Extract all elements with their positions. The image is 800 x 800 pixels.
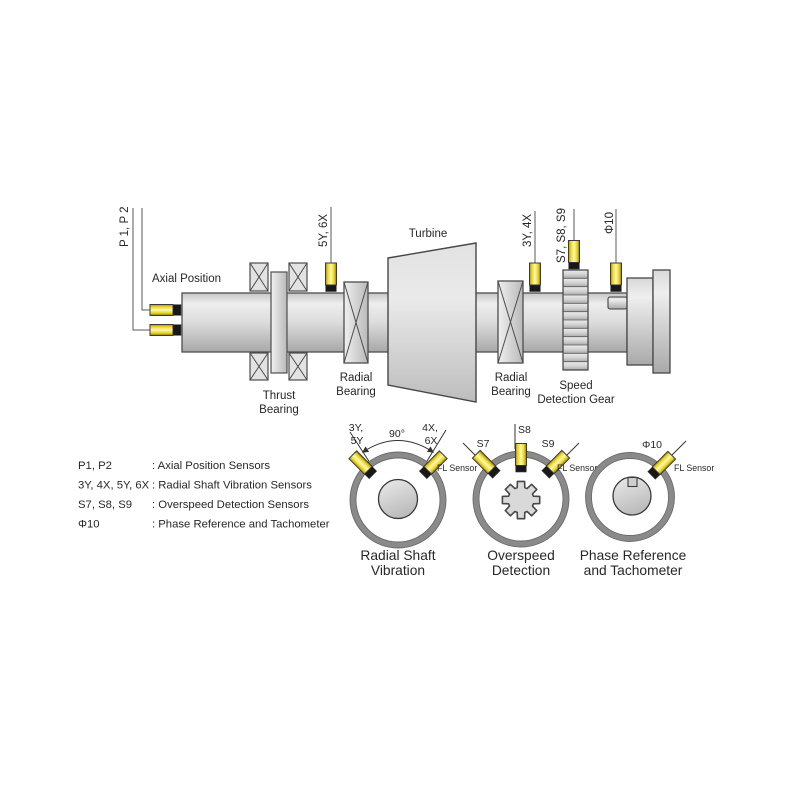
tag-phi10: Φ10 bbox=[604, 212, 616, 234]
leader-p2 bbox=[132, 208, 150, 331]
legend-key-3: S7, S8, S9 bbox=[78, 499, 132, 511]
keyway-notch bbox=[627, 476, 638, 488]
sensor-phi10 bbox=[610, 262, 622, 292]
caption-vibration: Vibration bbox=[371, 563, 425, 578]
phase-keyway-notch bbox=[607, 296, 628, 310]
probe-line-right bbox=[423, 429, 447, 467]
label-3y: 3Y, bbox=[349, 422, 363, 434]
sensor-5y6x bbox=[325, 262, 337, 292]
probe-line-left bbox=[349, 431, 373, 467]
turbine-label: Turbine bbox=[409, 228, 448, 240]
thrust-bearing-label-line2: Bearing bbox=[259, 404, 299, 416]
legend-key-2: 3Y, 4X, 5Y, 6X bbox=[78, 480, 150, 492]
radial-bearing-right bbox=[497, 280, 524, 364]
radial-bearing-right-label-line2: Bearing bbox=[491, 386, 531, 398]
speed-gear-label-line2: Detection Gear bbox=[537, 394, 615, 406]
legend-value-4: : Phase Reference and Tachometer bbox=[152, 519, 330, 531]
label-phi10: Φ10 bbox=[642, 439, 662, 451]
legend-key-1: P1, P2 bbox=[78, 460, 112, 472]
tag-5y6x: 5Y, 6X bbox=[318, 214, 330, 247]
caption-and-tachometer: and Tachometer bbox=[584, 563, 683, 578]
thrust-pad-cross-lines bbox=[249, 262, 308, 381]
section-radial-shaft-vibration: 3Y, 5Y 90° 4X, 6X FL Sensor Radial Shaft… bbox=[348, 422, 477, 578]
label-s8: S8 bbox=[518, 424, 531, 436]
bearing-ring-inner-edge bbox=[355, 457, 441, 543]
thrust-bearing-label-line1: Thrust bbox=[263, 390, 296, 402]
caption-phase-reference: Phase Reference bbox=[580, 548, 687, 563]
label-s7: S7 bbox=[477, 438, 490, 450]
tag-p1p2: P 1, P 2 bbox=[119, 207, 131, 248]
section-overspeed-detection: S7 S8 S9 FL Sensor Overspeed Detection bbox=[462, 424, 597, 578]
sensor-leader-lines bbox=[132, 207, 617, 331]
legend: P1, P2 : Axial Position Sensors 3Y, 4X, … bbox=[78, 460, 330, 531]
angle-arc-90deg bbox=[361, 440, 435, 453]
sensor-s7s8s9 bbox=[568, 240, 580, 270]
label-s9: S9 bbox=[542, 438, 555, 450]
fl-sensor-label-2: FL Sensor bbox=[557, 463, 597, 473]
thrust-collar bbox=[270, 271, 288, 374]
radial-bearing-right-label-line1: Radial bbox=[495, 372, 528, 384]
speed-gear-label-line1: Speed bbox=[559, 380, 592, 392]
shaft-cross-section bbox=[377, 478, 419, 520]
caption-detection: Detection bbox=[492, 563, 550, 578]
legend-value-1: : Axial Position Sensors bbox=[152, 460, 270, 472]
gear-teeth-lines bbox=[563, 277, 588, 363]
speed-detection-gear bbox=[562, 269, 589, 371]
caption-overspeed: Overspeed bbox=[487, 548, 555, 563]
tag-3y4x: 3Y, 4X bbox=[522, 214, 534, 247]
bearing-ring bbox=[350, 452, 446, 548]
bearing-ring-inner-edge bbox=[591, 458, 669, 536]
axial-position-label: Axial Position bbox=[152, 273, 221, 285]
sensor-s8 bbox=[515, 443, 527, 473]
fl-sensor-label-1: FL Sensor bbox=[437, 463, 477, 473]
bearing-ring bbox=[585, 452, 675, 542]
sensor-3y4x bbox=[529, 262, 541, 292]
legend-key-4: Φ10 bbox=[78, 519, 100, 531]
legend-value-2: : Radial Shaft Vibration Sensors bbox=[152, 480, 312, 492]
radial-bearing-left-label-line1: Radial bbox=[340, 372, 373, 384]
label-90deg: 90° bbox=[389, 428, 405, 440]
sensor-p1 bbox=[149, 304, 182, 316]
radial-bearing-left bbox=[343, 281, 369, 364]
sensor-p2 bbox=[149, 324, 182, 336]
leader-p1 bbox=[141, 208, 150, 311]
label-4x: 4X, bbox=[422, 422, 438, 434]
bearing-ring-outer-edge bbox=[585, 452, 675, 542]
radial-bearing-left-label-line2: Bearing bbox=[336, 386, 376, 398]
thrust-bearing bbox=[249, 262, 308, 381]
section-phase-reference: Φ10 FL Sensor Phase Reference and Tachom… bbox=[580, 439, 715, 578]
label-6x: 6X bbox=[425, 435, 438, 447]
tag-s7s8s9: S7, S8, S9 bbox=[556, 208, 568, 263]
label-5y: 5Y bbox=[351, 435, 364, 447]
coupling bbox=[626, 269, 671, 374]
caption-radial-shaft: Radial Shaft bbox=[360, 548, 435, 563]
legend-value-3: : Overspeed Detection Sensors bbox=[152, 499, 309, 511]
toothed-wheel-cross-section bbox=[501, 480, 541, 520]
fl-sensor-label-3: FL Sensor bbox=[674, 463, 714, 473]
turbine-casing bbox=[387, 242, 477, 403]
